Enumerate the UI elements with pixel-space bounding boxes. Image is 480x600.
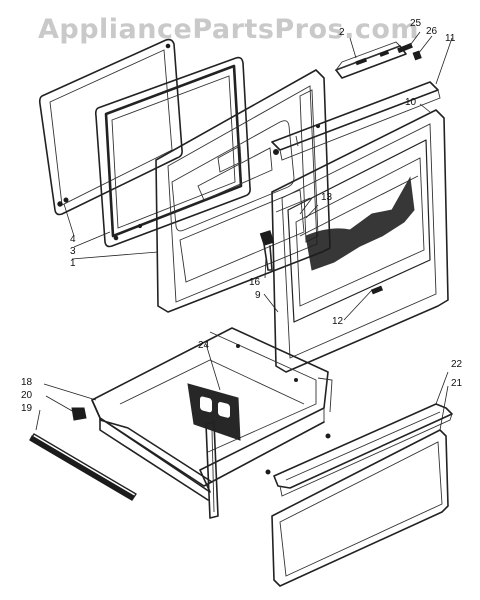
- callout-13: 13: [321, 192, 333, 203]
- callout-24: 24: [198, 340, 210, 351]
- clip-icon: [63, 197, 69, 203]
- callout-26: 26: [426, 26, 438, 37]
- clip-icon: [137, 223, 143, 229]
- callout-10: 10: [405, 97, 417, 108]
- callout-21: 21: [451, 378, 463, 389]
- part-9-outer-door-panel: [271, 109, 449, 373]
- watermark-text: AppliancePartsPros.com: [38, 14, 420, 45]
- drawer-slide-rail: [99, 419, 219, 519]
- part-25-clip: [397, 42, 413, 54]
- part-1-inner-door-liner: [155, 69, 331, 313]
- callout-2: 2: [339, 27, 345, 38]
- callout-4: 4: [70, 234, 76, 245]
- callout-leaders: [35, 31, 453, 431]
- callout-12: 12: [332, 316, 344, 327]
- callout-22: 22: [451, 359, 463, 370]
- callout-25: 25: [410, 18, 422, 29]
- callout-20: 20: [21, 390, 33, 401]
- part-3-door-gasket: [94, 56, 251, 248]
- part-26-clip: [412, 50, 422, 61]
- part-21-drawer-front-panel: [271, 429, 449, 587]
- callout-16: 16: [249, 277, 261, 288]
- callout-1: 1: [70, 258, 76, 269]
- part-16-hinge: [259, 197, 311, 271]
- callout-19: 19: [21, 403, 33, 414]
- screw-icon: [265, 469, 271, 475]
- part-11-door-rail: [271, 81, 441, 161]
- screw-icon: [273, 149, 279, 155]
- part-19-drawer-rail: [29, 433, 137, 501]
- clip-icon: [113, 235, 119, 241]
- part-2-top-trim: [334, 41, 407, 79]
- screw-icon: [325, 433, 331, 439]
- callout-3: 3: [70, 246, 76, 257]
- part-20-roller: [71, 407, 87, 421]
- part-18-drawer-body: [91, 327, 333, 501]
- clip-icon: [165, 43, 171, 49]
- part-4-outer-glass-panel: [38, 38, 183, 216]
- door-handle-icon: [370, 285, 384, 295]
- part-24-drawer-bracket: [187, 383, 241, 441]
- part-22-drawer-trim: [273, 403, 453, 497]
- callout-9: 9: [255, 290, 261, 301]
- clip-icon: [57, 201, 63, 207]
- callout-11: 11: [445, 33, 456, 44]
- callout-18: 18: [21, 377, 33, 388]
